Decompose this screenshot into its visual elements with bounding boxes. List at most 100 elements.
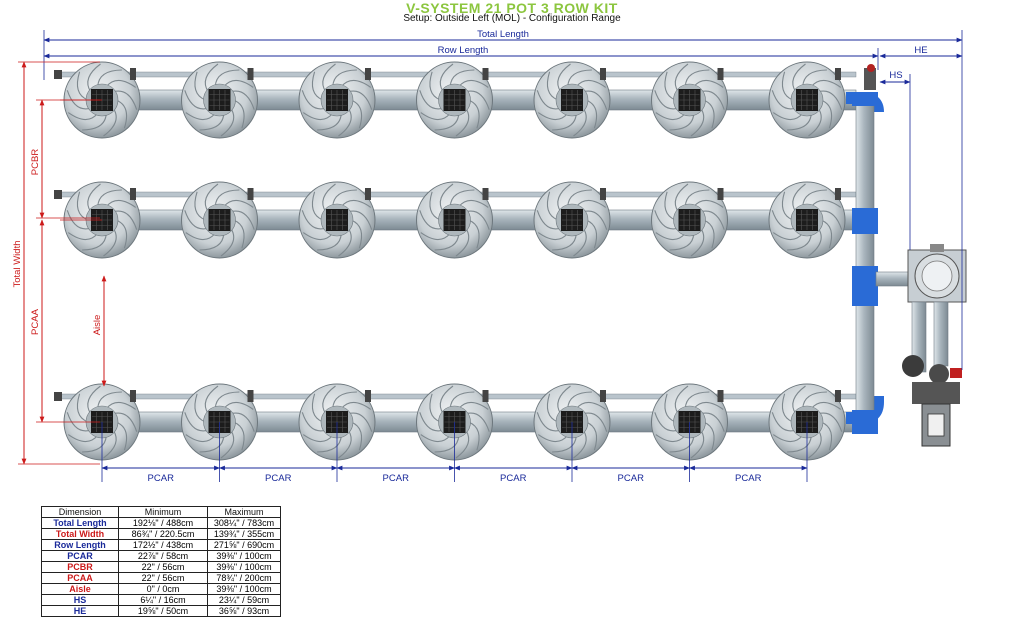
pot	[768, 181, 846, 259]
dimension-name: HS	[41, 594, 119, 606]
minimum-value: 22" / 56cm	[118, 572, 208, 584]
dripper	[247, 188, 254, 200]
minimum-value: 192⅛" / 488cm	[118, 517, 208, 529]
minimum-value: 19⅝" / 50cm	[118, 605, 208, 617]
minimum-value: 22" / 56cm	[118, 561, 208, 573]
connector-to-tank	[875, 271, 911, 287]
pot	[298, 181, 376, 259]
dripper	[130, 68, 136, 80]
pump-left	[902, 355, 924, 377]
pot	[651, 181, 728, 259]
dimension-name: HE	[41, 605, 119, 617]
manifold-valve-top	[864, 68, 876, 90]
controller-unit	[907, 244, 967, 303]
tank-reservoir	[921, 403, 951, 447]
minimum-value: 6¼" / 16cm	[118, 594, 208, 606]
dripper	[600, 390, 606, 402]
pcar-label: PCAR	[383, 473, 410, 484]
feed-pipe-right	[933, 301, 949, 367]
dripper	[717, 188, 724, 200]
dripper	[835, 188, 841, 200]
pot	[298, 61, 376, 139]
pcaa-label: PCAA	[30, 308, 41, 335]
row-length-label: Row Length	[438, 45, 489, 56]
pot	[60, 181, 141, 259]
pot	[181, 61, 258, 139]
dripper	[247, 390, 254, 402]
dimension-name: PCAA	[41, 572, 119, 584]
pump-red-cap	[950, 368, 962, 378]
dripper	[717, 68, 724, 80]
dimension-name: PCBR	[41, 561, 119, 573]
pcbr-label: PCBR	[30, 149, 41, 176]
dimension-name: Row Length	[41, 539, 119, 551]
pot-grid	[60, 61, 846, 461]
total-length-label: Total Length	[477, 29, 529, 40]
dripper	[835, 390, 841, 402]
pot	[651, 61, 728, 139]
maximum-value: 39⅜" / 100cm	[207, 550, 281, 562]
dripper	[482, 390, 489, 402]
feed-line-cap	[54, 70, 62, 79]
minimum-value: 0" / 0cm	[118, 583, 208, 595]
dripper	[365, 68, 371, 80]
tank-body	[912, 382, 960, 404]
dripper	[130, 390, 136, 402]
pot	[768, 61, 846, 139]
dripper	[365, 188, 371, 200]
feed-line-cap	[54, 392, 62, 401]
dripper	[365, 390, 371, 402]
dimension-name: Total Width	[41, 528, 119, 540]
minimum-value: 22⅞" / 58cm	[118, 550, 208, 562]
he-label: HE	[914, 45, 927, 56]
dripper	[600, 188, 606, 200]
pcar-label: PCAR	[148, 473, 175, 484]
dimension-name: Aisle	[41, 583, 119, 595]
pot	[416, 181, 493, 259]
pot	[416, 61, 493, 139]
dripper	[247, 68, 254, 80]
total-width-label: Total Width	[12, 241, 23, 288]
pump-right	[929, 364, 949, 384]
pcar-label: PCAR	[735, 473, 762, 484]
pcar-label: PCAR	[618, 473, 645, 484]
maximum-value: 36⅝" / 93cm	[207, 605, 281, 617]
tank-display	[927, 413, 945, 437]
column-header-dimension: Dimension	[41, 506, 119, 518]
hs-label: HS	[889, 70, 902, 81]
dimension-name: Total Length	[41, 517, 119, 529]
manifold-valve-knob	[867, 64, 875, 72]
dimension-lines: Total Length Row Length HE HS Total Widt…	[12, 29, 963, 484]
minimum-value: 86¾" / 220.5cm	[118, 528, 208, 540]
manifold-fitting-mid	[852, 208, 878, 234]
maximum-value: 308¼" / 783cm	[207, 517, 281, 529]
manifold-fitting-bottom	[852, 410, 878, 434]
diagram-title: V-SYSTEM 21 POT 3 ROW KIT	[406, 0, 618, 16]
aisle-label: Aisle	[92, 315, 103, 336]
pcar-label: PCAR	[500, 473, 527, 484]
pot	[181, 181, 258, 259]
pot	[533, 61, 611, 139]
dripper	[717, 390, 724, 402]
manifold-vertical-pipe	[855, 99, 875, 421]
table-header-row: Dimension Minimum Maximum	[41, 506, 281, 518]
dimension-name: PCAR	[41, 550, 119, 562]
maximum-value: 39⅜" / 100cm	[207, 583, 281, 595]
maximum-value: 39⅜" / 100cm	[207, 561, 281, 573]
maximum-value: 139¾" / 355cm	[207, 528, 281, 540]
column-header-maximum: Maximum	[207, 506, 281, 518]
maximum-value: 23¼" / 59cm	[207, 594, 281, 606]
feed-line-cap	[54, 190, 62, 199]
maximum-value: 78¾" / 200cm	[207, 572, 281, 584]
column-header-minimum: Minimum	[118, 506, 208, 518]
diagram-subtitle: Setup: Outside Left (MOL) - Configuratio…	[403, 13, 621, 24]
dripper	[600, 68, 606, 80]
